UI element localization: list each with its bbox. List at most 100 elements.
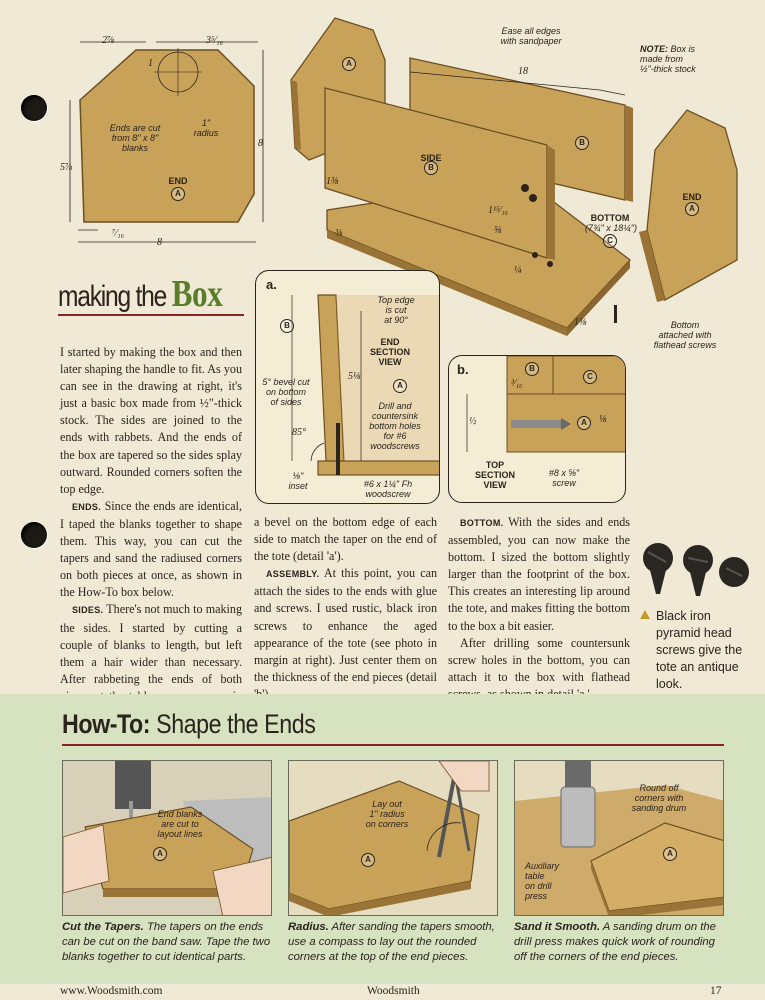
howto-caption-1: Cut the Tapers. The tapers on the ends c… xyxy=(62,920,274,965)
end-label: END xyxy=(168,176,188,186)
detail-a-letter: a. xyxy=(266,277,277,292)
panel3-label-left: Auxiliary table on drill press xyxy=(525,861,560,901)
howto-rule xyxy=(62,744,724,746)
dim-11516: 1¹⁵⁄₁₆ xyxy=(488,205,509,216)
note-label: NOTE: xyxy=(640,44,668,54)
panel3-letter: A xyxy=(663,847,677,861)
sides-head: SIDES. xyxy=(72,605,104,616)
screw-label-b: #8 x ⅝" screw xyxy=(548,468,580,488)
binder-hole xyxy=(21,95,47,121)
bandsaw-illustration xyxy=(63,761,271,915)
detail-b-letter-b: B xyxy=(525,362,539,376)
caption-triangle-icon xyxy=(640,610,650,619)
dim-138: 1⅜ xyxy=(326,176,339,187)
ends-head: ENDS. xyxy=(72,501,102,512)
ends-note: Ends are cut from 8" x 8" blanks xyxy=(109,123,161,153)
howto-title: How-To: Shape the Ends xyxy=(62,709,316,740)
howto-panel-2: Lay out 1" radius on corners A xyxy=(288,760,498,916)
radius-label: 1" radius xyxy=(193,118,219,138)
end-panel-drawing xyxy=(69,41,264,243)
howto-title-rest: Shape the Ends xyxy=(156,709,316,739)
dim-top-left: 2⅞ xyxy=(102,35,115,46)
caption1-text: The tapers on the ends can be cut on the… xyxy=(62,921,271,963)
left-end-letter: A xyxy=(342,57,356,71)
bottom-head: BOTTOM. xyxy=(460,518,504,528)
panel1-label: End blanks are cut to layout lines xyxy=(157,809,203,839)
bevel-label: 5° bevel cut on bottom of sides xyxy=(262,377,310,407)
end-letter: A xyxy=(171,187,185,201)
exploded-box-drawing xyxy=(290,17,738,336)
caption3-text: A sanding drum on the drill press makes … xyxy=(514,921,716,963)
detail-a-side-letter: B xyxy=(280,319,294,333)
right-end-label: END xyxy=(682,192,702,202)
top-edge-label: Top edge is cut at 90° xyxy=(377,295,415,325)
dim-left: 5⅞ xyxy=(60,162,73,173)
dim-14: ¼ xyxy=(514,265,522,276)
detail-b-letter-a: A xyxy=(577,416,591,430)
caption2-text: After sanding the tapers smooth, use a c… xyxy=(288,921,495,963)
howto-caption-3: Sand it Smooth. A sanding drum on the dr… xyxy=(514,920,726,965)
side-letter: B xyxy=(424,161,438,175)
drill-press-illustration xyxy=(515,761,723,915)
drill-label: Drill and countersink bottom holes for #… xyxy=(369,401,421,451)
note-body: Box is made from ½"-thick stock xyxy=(640,44,696,74)
bottom-text: With the sides and ends assembled, you c… xyxy=(448,515,630,633)
column-2: a bevel on the bottom edge of each side … xyxy=(254,514,437,703)
panel2-label: Lay out 1" radius on corners xyxy=(365,799,409,829)
bottom-note: Bottom attached with flathead screws xyxy=(653,320,717,350)
top-section-label: TOP SECTION VIEW xyxy=(474,460,515,490)
screws-photo xyxy=(643,543,749,596)
footer-magazine: Woodsmith xyxy=(367,985,420,997)
bottom-label: BOTTOM xyxy=(590,213,630,223)
howto-caption-2: Radius. After sanding the tapers smooth,… xyxy=(288,920,500,965)
footer-site: www.Woodsmith.com xyxy=(60,985,163,997)
dim-right: 8 xyxy=(258,138,263,149)
detail-a-dim: 5⅛ xyxy=(348,371,361,382)
heading-rule xyxy=(58,314,244,316)
col3-paragraph: After drilling some countersunk screw ho… xyxy=(448,635,630,701)
back-side-letter: B xyxy=(575,136,589,150)
bottom-size: (7¾" x 18¼") xyxy=(585,223,637,233)
detail-b-dim-12: ½ xyxy=(469,416,477,427)
detail-b: b. B C ³⁄₁₆ ½ A ⅛ TOP SECTION VIEW #8 x … xyxy=(448,355,626,503)
screw-label-a: #6 x 1¼" Fh woodscrew xyxy=(363,479,413,499)
dim-inset: ⁷⁄₁₆ xyxy=(112,228,125,239)
compass-illustration xyxy=(289,761,497,915)
side-label: SIDE xyxy=(420,153,442,163)
photo-caption: Black iron pyramid head screws give the … xyxy=(656,609,743,691)
howto-title-bold: How-To: xyxy=(62,709,151,739)
end-section-label: END SECTION VIEW xyxy=(369,337,410,367)
heading-pre: making the xyxy=(58,280,167,313)
panel3-label-top: Round off corners with sanding drum xyxy=(631,783,687,813)
ease-note: Ease all edges with sandpaper xyxy=(500,26,562,46)
howto-panel-1: End blanks are cut to layout lines A xyxy=(62,760,272,916)
caption2-head: Radius. xyxy=(288,921,329,933)
dim-38: ⅜ xyxy=(335,228,343,239)
inset-label: ⅛" inset xyxy=(288,471,308,491)
detail-b-dim-18: ⅛ xyxy=(599,414,607,425)
howto-panel-3: Round off corners with sanding drum Auxi… xyxy=(514,760,724,916)
ends-text: Since the ends are identical, I taped th… xyxy=(60,498,242,600)
column-3: BOTTOM. With the sides and ends assemble… xyxy=(448,514,630,703)
section-heading: making the Box xyxy=(58,272,223,316)
binder-hole xyxy=(21,522,47,548)
intro-paragraph: I started by making the box and then lat… xyxy=(60,345,242,496)
dim-one: 1 xyxy=(148,58,153,69)
right-end-letter: A xyxy=(685,202,699,216)
dim-138b: 1⅜ xyxy=(574,317,587,328)
angle-label: 85° xyxy=(292,427,306,438)
note-text: NOTE: Box is made from ½"-thick stock xyxy=(640,44,710,74)
detail-b-letter-c: C xyxy=(583,370,597,384)
assembly-head: ASSEMBLY. xyxy=(266,569,320,580)
col2-paragraph: a bevel on the bottom edge of each side … xyxy=(254,515,437,564)
dim-top-right: 3⁵⁄₁₆ xyxy=(206,35,224,46)
page-number: 17 xyxy=(710,985,722,997)
caption1-head: Cut the Tapers. xyxy=(62,921,144,933)
caption3-head: Sand it Smooth. xyxy=(514,921,600,933)
detail-b-letter: b. xyxy=(457,362,469,377)
bottom-letter: C xyxy=(603,234,617,248)
detail-a-end-letter: A xyxy=(393,379,407,393)
heading-big: Box xyxy=(171,273,223,315)
detail-a-drawing xyxy=(291,294,439,476)
